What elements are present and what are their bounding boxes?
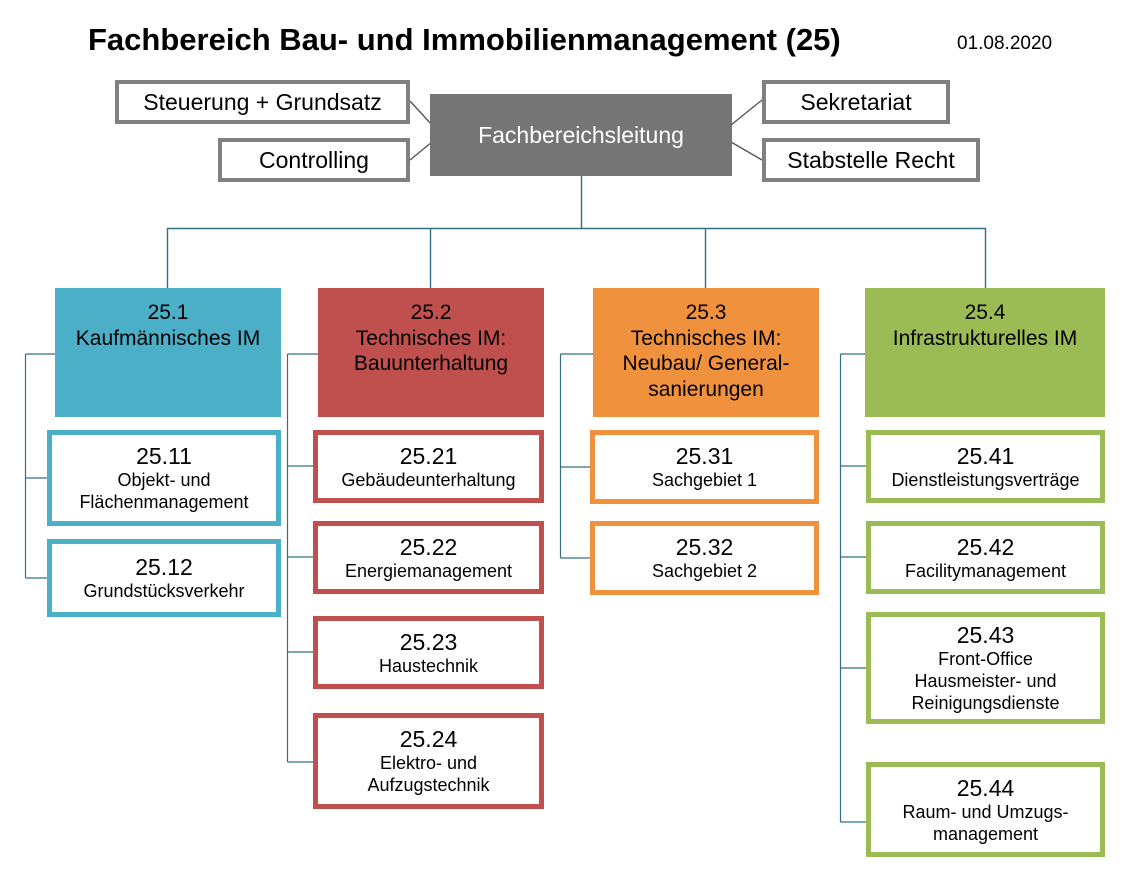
chart-date: 01.08.2020: [957, 33, 1053, 54]
subunit-box-25-12[interactable]: 25.12 Grundstücksverkehr: [47, 539, 281, 617]
staff-box-stabstelle-recht[interactable]: Stabstelle Recht: [762, 138, 980, 182]
staff-label: Stabstelle Recht: [787, 146, 955, 173]
subunit-number: 25.12: [135, 554, 193, 580]
subunit-box-25-32[interactable]: 25.32 Sachgebiet 2: [590, 521, 819, 595]
subunit-number: 25.23: [399, 628, 458, 655]
page-title: Fachbereich Bau- und Immobilienmanagemen…: [88, 22, 841, 57]
subunit-number: 25.31: [675, 443, 734, 469]
subunit-number: 25.41: [956, 442, 1015, 469]
department-number: 25.4: [964, 301, 1006, 324]
subunit-name: Sachgebiet 1: [651, 470, 758, 491]
staff-label: Controlling: [259, 146, 369, 173]
staff-box-controlling[interactable]: Controlling: [218, 138, 410, 182]
subunit-box-25-22[interactable]: 25.22 Energiemanagement: [313, 521, 544, 594]
subunit-box-25-21[interactable]: 25.21 Gebäudeunterhaltung: [313, 430, 544, 503]
subunit-name: Grundstücksverkehr: [83, 581, 245, 602]
subunit-box-25-31[interactable]: 25.31 Sachgebiet 1: [590, 430, 819, 504]
staff-label: Sekretariat: [800, 88, 912, 115]
subunit-name: Haustechnik: [378, 655, 479, 676]
subunit-box-25-23[interactable]: 25.23 Haustechnik: [313, 616, 544, 689]
subunit-number: 25.11: [136, 443, 192, 470]
subunit-box-25-41[interactable]: 25.41 Dienstleistungsverträge: [866, 430, 1105, 503]
subunit-number: 25.21: [399, 442, 458, 469]
subunit-number: 25.22: [399, 533, 458, 560]
department-number: 25.2: [410, 301, 452, 324]
staff-box-steuerung-grundsatz[interactable]: Steuerung + Grundsatz: [115, 80, 410, 124]
subunit-box-25-44[interactable]: 25.44 Raum- und Umzugs-management: [866, 762, 1105, 857]
leadership-label: Fachbereichsleitung: [478, 121, 684, 148]
department-name: Infrastrukturelles IM: [892, 326, 1078, 350]
subunit-number: 25.44: [956, 774, 1015, 801]
subunit-name: Energiemanagement: [344, 560, 513, 581]
subunit-number: 25.43: [956, 622, 1015, 649]
subunit-name: Raum- und Umzugs-management: [902, 801, 1069, 844]
subunit-name: Sachgebiet 2: [651, 561, 758, 582]
subunit-name: Dienstleistungsverträge: [891, 469, 1080, 490]
department-name: Kaufmännisches IM: [75, 326, 261, 350]
subunit-number: 25.24: [399, 726, 458, 753]
subunit-name: Facilitymanagement: [904, 560, 1067, 581]
department-box-25-1[interactable]: 25.1 Kaufmännisches IM: [55, 288, 281, 417]
leadership-box[interactable]: Fachbereichsleitung: [430, 94, 732, 176]
subunit-number: 25.42: [956, 533, 1015, 560]
staff-label: Steuerung + Grundsatz: [143, 88, 382, 115]
department-box-25-3[interactable]: 25.3 Technisches IM:Neubau/ General-sani…: [593, 288, 819, 417]
department-box-25-2[interactable]: 25.2 Technisches IM:Bauunterhaltung: [318, 288, 544, 417]
department-name: Technisches IM:Bauunterhaltung: [353, 326, 509, 376]
subunit-box-25-42[interactable]: 25.42 Facilitymanagement: [866, 521, 1105, 594]
subunit-number: 25.32: [675, 534, 734, 560]
department-number: 25.3: [685, 301, 727, 324]
subunit-name: Gebäudeunterhaltung: [341, 469, 516, 490]
department-name: Technisches IM:Neubau/ General-sanierung…: [622, 326, 790, 401]
department-box-25-4[interactable]: 25.4 Infrastrukturelles IM: [865, 288, 1105, 417]
staff-box-sekretariat[interactable]: Sekretariat: [762, 80, 950, 124]
department-number: 25.1: [147, 301, 189, 324]
